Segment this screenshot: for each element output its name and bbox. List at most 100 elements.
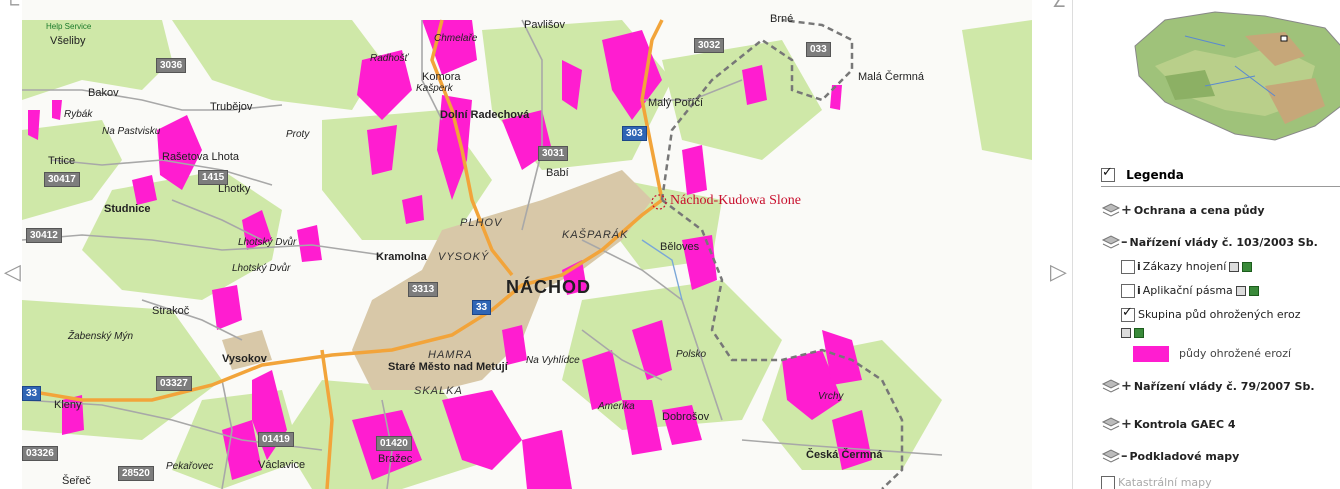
place-label: Rašetova Lhota	[162, 151, 240, 163]
place-label: Lhotský Dvůr	[238, 237, 297, 248]
layer-group-podkladove[interactable]: –Podkladové mapy	[1101, 448, 1239, 466]
place-label: Dolní Radechová	[440, 109, 530, 121]
road-shield: 3032	[694, 38, 725, 53]
road-shield: 30412	[26, 228, 62, 243]
road-shield: 28520	[118, 466, 154, 481]
pan-up-right-arrow-icon[interactable]: ∠	[1052, 0, 1067, 11]
table-icon[interactable]	[1229, 262, 1240, 272]
layer-group-narizeni-103[interactable]: –Nařízení vlády č. 103/2003 Sb.	[1101, 234, 1318, 252]
place-label: Šeřeč	[62, 475, 91, 487]
place-label: Chmelaře	[434, 33, 478, 44]
layers-icon	[1101, 449, 1121, 463]
place-label: Na Vyhlídce	[526, 355, 580, 366]
expand-icon[interactable]: +	[1121, 203, 1132, 218]
help-service-link[interactable]: Help Service	[46, 22, 92, 31]
urban-areas	[222, 170, 652, 390]
place-label: Strakoč	[152, 305, 190, 317]
district-label: HAMRA	[428, 349, 473, 361]
place-label: Pavlišov	[524, 19, 565, 31]
legend-title: Legenda	[1126, 167, 1184, 182]
place-label: Amerika	[598, 401, 635, 412]
layer-group-gaec[interactable]: +Kontrola GAEC 4	[1101, 416, 1236, 434]
road-shield: 30417	[44, 172, 80, 187]
place-label: Malý Poříčí	[648, 97, 704, 109]
legend-toggle-checkbox[interactable]	[1101, 165, 1115, 182]
sublayer-label: Aplikační pásma	[1142, 284, 1233, 297]
place-label: Trubějov	[210, 101, 253, 113]
map-viewport[interactable]: Help Service Všeliby Bakov Rybák Na Past…	[22, 0, 1032, 489]
side-panel: Legenda +Ochrana a cena půdy –Nařízení v…	[1072, 0, 1340, 489]
layers-icon	[1101, 379, 1121, 393]
pan-up-left-arrow-icon[interactable]: ∟	[8, 0, 22, 11]
layer-group-label: Kontrola GAEC 4	[1133, 418, 1236, 431]
metadata-icon[interactable]	[1242, 262, 1253, 272]
place-label: Staré Město nad Metují	[388, 361, 508, 373]
sublayer-label: Katastrální mapy	[1118, 476, 1212, 489]
erosion-areas	[28, 20, 872, 489]
place-label: Kleny	[54, 399, 82, 411]
place-label: Radhošť	[370, 53, 409, 64]
map-canvas	[22, 18, 1032, 489]
place-label: Vysokov	[222, 353, 267, 365]
metadata-icon[interactable]	[1134, 328, 1144, 338]
layer-group-ochrana[interactable]: +Ochrana a cena půdy	[1101, 202, 1265, 220]
city-label: NÁCHOD	[506, 277, 591, 297]
place-label: Bakov	[88, 87, 119, 99]
collapse-icon[interactable]: –	[1121, 449, 1128, 464]
layer-checkbox[interactable]	[1101, 476, 1115, 489]
road-shield: 03326	[22, 446, 58, 461]
overview-map[interactable]	[1125, 6, 1340, 146]
place-label: Kašperk	[416, 83, 453, 94]
place-label: Na Pastvisku	[102, 126, 161, 137]
place-label: Václavice	[258, 459, 306, 471]
river	[641, 239, 683, 301]
road-shield: 303	[622, 126, 647, 141]
layer-group-label: Nařízení vlády č. 79/2007 Sb.	[1133, 380, 1315, 393]
place-label: Babí	[546, 167, 569, 179]
road-shield: 3036	[156, 58, 187, 73]
sublayer-label: Skupina půd ohrožených eroz	[1138, 308, 1301, 321]
layer-checkbox[interactable]	[1121, 284, 1135, 298]
road-shield: 033	[806, 42, 831, 57]
expand-icon[interactable]: +	[1121, 417, 1132, 432]
erosion-swatch	[1133, 346, 1169, 362]
place-label: Dobrošov	[662, 411, 710, 423]
place-label: Bražec	[378, 453, 413, 465]
sublayer-skupina-pud[interactable]: Skupina půd ohrožených eroz	[1121, 305, 1301, 322]
place-label: Česká Čermná	[806, 449, 883, 461]
legend-item: půdy ohrožené erozí	[1133, 346, 1291, 362]
expand-icon[interactable]: +	[1121, 379, 1132, 394]
road-shield: 33	[22, 386, 42, 401]
road-shield: 33	[472, 300, 492, 315]
place-label: Kramolna	[376, 251, 427, 263]
road-shield: 3313	[408, 282, 439, 297]
layer-group-narizeni-79[interactable]: +Nařízení vlády č. 79/2007 Sb.	[1101, 378, 1315, 396]
place-label: Všeliby	[50, 35, 86, 47]
place-label: Studnice	[104, 203, 151, 215]
metadata-icon[interactable]	[1248, 286, 1259, 296]
district-label: VYSOKÝ	[438, 251, 490, 263]
road-shield: 3031	[538, 146, 569, 161]
place-label: Polsko	[676, 349, 707, 360]
place-label: Žabenský Mýn	[68, 331, 134, 342]
layer-checkbox[interactable]	[1121, 260, 1135, 274]
table-icon[interactable]	[1235, 286, 1246, 296]
table-icon[interactable]	[1121, 328, 1131, 338]
collapse-icon[interactable]: –	[1121, 235, 1128, 250]
place-label: Proty	[286, 129, 310, 140]
layers-icon	[1101, 417, 1121, 431]
layer-checkbox[interactable]	[1121, 305, 1135, 322]
sublayer-icons	[1121, 326, 1144, 339]
legend-header: Legenda	[1101, 164, 1340, 187]
border-crossing-label: Náchod-Kudowa Slone	[670, 193, 802, 208]
district-label: KAŠPARÁK	[562, 229, 629, 241]
pan-left-arrow-icon[interactable]: ◁	[4, 260, 21, 285]
minor-roads	[22, 19, 943, 489]
border-crossing-marker	[651, 194, 667, 210]
pan-right-arrow-icon[interactable]: ▷	[1050, 260, 1067, 285]
sublayer-katastralni[interactable]: Katastrální mapy	[1101, 476, 1212, 489]
place-label: Komora	[422, 71, 461, 83]
place-label: Běloves	[660, 241, 700, 253]
